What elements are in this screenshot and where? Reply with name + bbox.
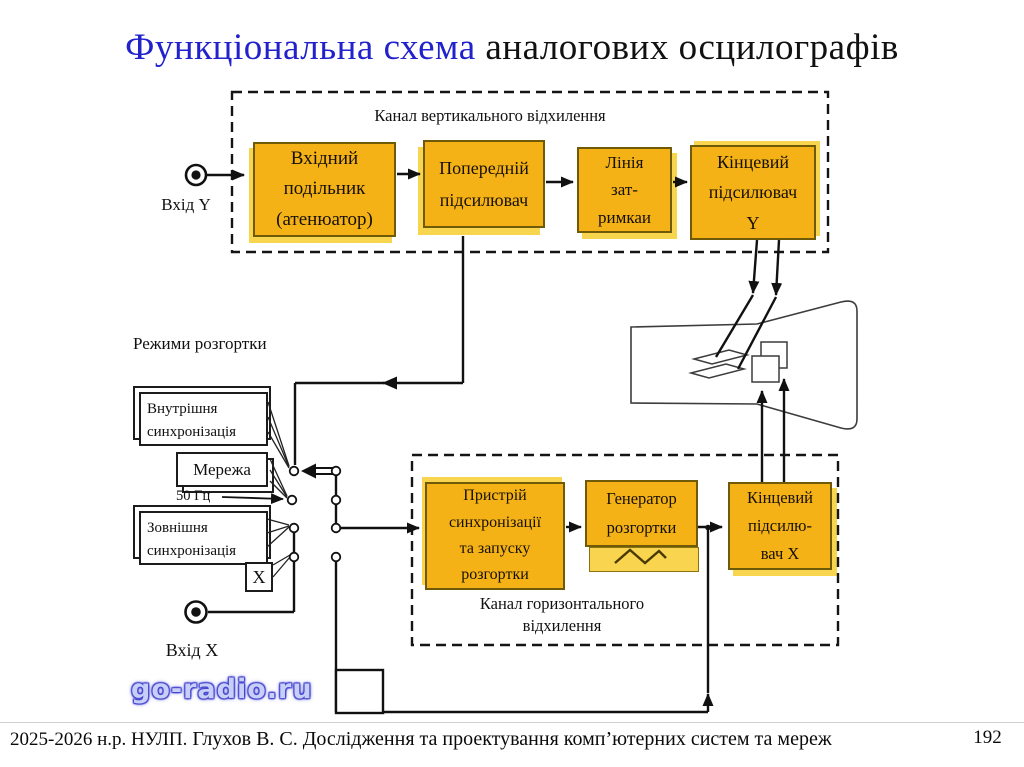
crt-y-plate-top: [691, 349, 750, 365]
sweep-generator-block: Генератор розгортки: [585, 480, 698, 547]
preamp-block: Попередній підсилювач: [423, 140, 545, 228]
page-title-rest: аналогових осцилографів: [485, 27, 899, 68]
sweep-modes-label: Режими розгортки: [133, 334, 267, 353]
input-x-label: Вхід X: [165, 640, 219, 660]
crt-y-plate-bottom: [688, 363, 747, 379]
page-number: 192: [973, 727, 1002, 748]
final-amp-y-block: Кінцевий підсилювач Y: [690, 145, 816, 240]
freq-50hz-label: 50 Гц: [176, 488, 211, 504]
internal-sync-box: Внутрішня синхронізація: [139, 392, 268, 446]
input-y-label: Вхід Y: [161, 195, 211, 214]
crt-icon: [630, 300, 858, 430]
switch-contacts: [286, 465, 342, 563]
junction-dot: [705, 524, 711, 531]
external-sync-box: Зовнішня синхронізація: [139, 511, 268, 565]
x-mode-box: X: [245, 562, 273, 592]
sync-trigger-block: Пристрій синхронізації та запуску розгор…: [425, 482, 565, 590]
page-title: Функціональна схема аналогових осцилогра…: [0, 26, 1024, 69]
horizontal-channel-label: Канал горизонтального відхилення: [479, 594, 645, 636]
footer-divider: [0, 722, 1024, 723]
delay-line-block: Лінія зат- римкаи: [577, 147, 672, 233]
watermark-logo: go-radio.ru: [131, 674, 313, 705]
crt-x-plate-front: [751, 355, 780, 383]
blank-label-box: [334, 668, 385, 715]
vertical-channel-label: Канал вертикального відхилення: [374, 106, 606, 125]
footer-center: Глухов В. С. Дослідження та проектування…: [192, 728, 832, 750]
input-divider-block: Вхідний подільник (атенюатор): [253, 142, 396, 237]
bnc-x-icon: [184, 600, 208, 624]
final-amp-x-block: Кінцевий підсилю- вач X: [728, 482, 832, 570]
bnc-y-icon: [184, 163, 208, 187]
crt-x-plate-back: [760, 341, 788, 369]
footer-left: 2025-2026 н.р. НУЛП.: [10, 729, 188, 750]
switch-wiper-arrow: [301, 463, 338, 479]
sweep-generator-shadow: [589, 547, 699, 572]
mains-box: Мережа: [176, 452, 268, 487]
page-title-highlight: Функціональна схема: [125, 27, 476, 68]
